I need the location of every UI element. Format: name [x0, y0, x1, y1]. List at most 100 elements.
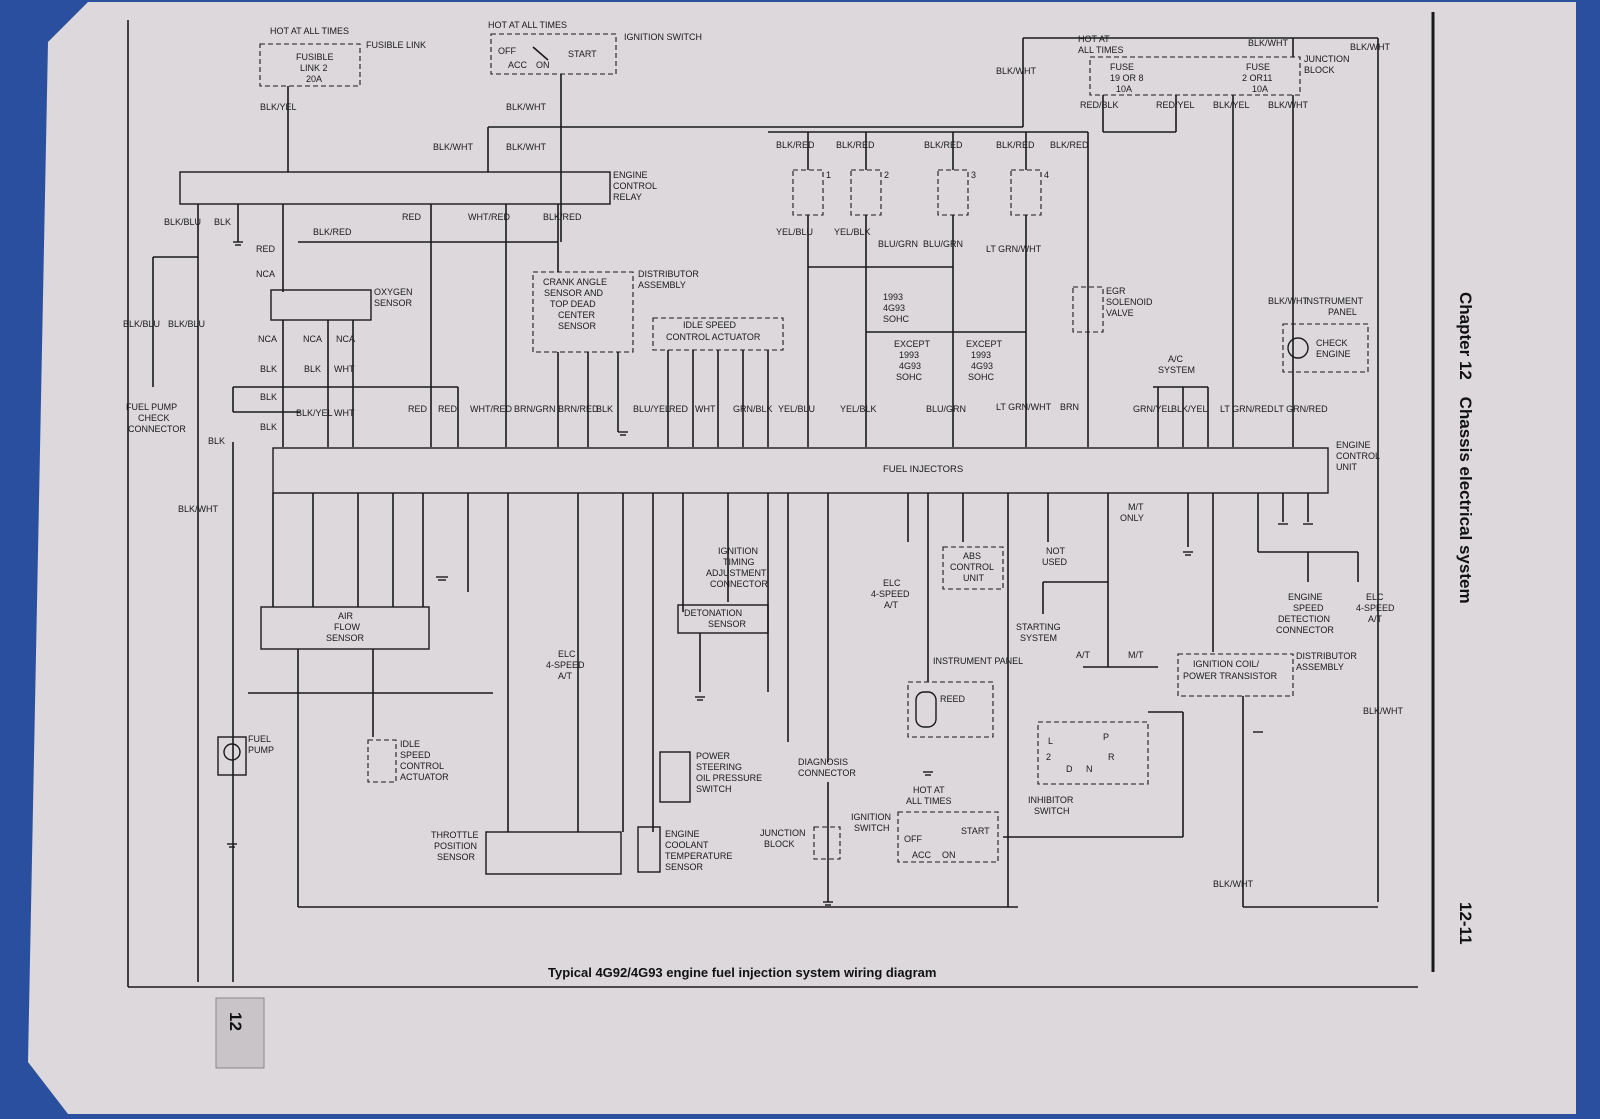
- fusible-link-tag: FUSIBLE LINK: [366, 40, 426, 50]
- inhibitor-pos-2: 2: [1046, 752, 1051, 762]
- injector-4-number: 4: [1044, 170, 1049, 180]
- wire-label: BLK/WHT: [1268, 296, 1309, 306]
- tps-label-3: SENSOR: [437, 852, 476, 862]
- crank-label-2: SENSOR AND: [544, 288, 604, 298]
- sw-lower-on: ON: [942, 850, 956, 860]
- injector-4: 4: [1010, 169, 1049, 216]
- sw-lower-off: OFF: [904, 834, 922, 844]
- coil-label-2: POWER TRANSISTOR: [1183, 671, 1278, 681]
- coil-label-1: IGNITION COIL/: [1193, 659, 1260, 669]
- crank-angle-sensor-box: [532, 271, 634, 353]
- wire-label: BLK/RED: [313, 227, 352, 237]
- except-1993-label-1: EXCEPT: [894, 339, 931, 349]
- fuel-pump-check-label-3: CONNECTOR: [128, 424, 186, 434]
- chapter-title: Chassis electrical system: [1456, 397, 1475, 604]
- wire-label: BLK: [304, 364, 321, 374]
- model-1993-label-2: 4G93: [883, 303, 905, 313]
- wire-label: BLU/GRN: [926, 404, 966, 414]
- switch-contact: [532, 46, 549, 61]
- elc-right-label-1: ELC: [1366, 592, 1384, 602]
- wire-label: WHT: [334, 364, 355, 374]
- injector-2: 2: [850, 169, 889, 216]
- fuse-19-label-2: 19 OR 8: [1110, 73, 1144, 83]
- inst-panel-inline-label: INSTRUMENT PANEL: [933, 656, 1023, 666]
- inhibitor-label-2: SWITCH: [1034, 806, 1070, 816]
- at-label: A/T: [1076, 650, 1091, 660]
- inhibitor-pos-n: N: [1086, 764, 1093, 774]
- wire-label: BLU/GRN: [923, 239, 963, 249]
- fusible-link-rating: 20A: [306, 74, 322, 84]
- diag-label-2: CONNECTOR: [798, 768, 856, 778]
- injector-3: 3: [937, 169, 976, 216]
- except-1993-label-3: 4G93: [899, 361, 921, 371]
- fuel-pump-label-2: PUMP: [248, 745, 274, 755]
- elc-right-label-2: 4-SPEED: [1356, 603, 1395, 613]
- wire-label: BLK: [260, 364, 277, 374]
- ign-timing-label-2: TIMING: [723, 557, 755, 567]
- junction-block-label-2: BLOCK: [1304, 65, 1335, 75]
- elc-mid-label-3: A/T: [884, 600, 899, 610]
- ignition-switch-lower-box: [897, 811, 999, 863]
- book-page: HOT AT ALL TIMES FUSIBLE LINK 2 20A FUSI…: [28, 2, 1576, 1114]
- ps-label-2: STEERING: [696, 762, 742, 772]
- wire-label: BLK/WHT: [1248, 38, 1289, 48]
- ps-label-4: SWITCH: [696, 784, 732, 794]
- esd-label-4: CONNECTOR: [1276, 625, 1334, 635]
- sw-lower-acc: ACC: [912, 850, 932, 860]
- ect-label-4: SENSOR: [665, 862, 704, 872]
- ign-timing-label-4: CONNECTOR: [710, 579, 768, 589]
- wire-label: LT GRN/WHT: [986, 244, 1042, 254]
- isc-lower-label-3: CONTROL: [400, 761, 444, 771]
- fusible-link-number: LINK 2: [300, 63, 328, 73]
- wire-label: WHT: [334, 408, 355, 418]
- esd-label-3: DETECTION: [1278, 614, 1330, 624]
- mt-label: M/T: [1128, 650, 1144, 660]
- engine-control-unit: [272, 447, 1329, 494]
- wire-label: LT GRN/WHT: [996, 402, 1052, 412]
- wire-label: BLK/YEL: [296, 408, 333, 418]
- not-used-label-2: USED: [1042, 557, 1068, 567]
- ign-timing-label-3: ADJUSTMENT: [706, 568, 767, 578]
- wire-label: NCA: [258, 334, 277, 344]
- mt-only-label-2: ONLY: [1120, 513, 1144, 523]
- instrument-panel-label-2: PANEL: [1328, 307, 1357, 317]
- injector-1: 1: [792, 169, 831, 216]
- wire-label: RED: [408, 404, 428, 414]
- fuel-pump-check-label-1: FUEL PUMP: [126, 402, 177, 412]
- fuel-pump: [217, 736, 247, 776]
- wire-label: BLK/BLU: [123, 319, 160, 329]
- fuse-2-label-1: FUSE: [1246, 62, 1270, 72]
- model-1993-label-1: 1993: [883, 292, 903, 302]
- injector-2-number: 2: [884, 170, 889, 180]
- crank-label-4: CENTER: [558, 310, 596, 320]
- isc-lower-label-2: SPEED: [400, 750, 431, 760]
- fuel-pump-check-label-2: CHECK: [138, 413, 170, 423]
- wire-label: BLU/YEL: [633, 404, 670, 414]
- abs-label-1: ABS: [963, 551, 981, 561]
- wire-label: BLK/WHT: [996, 66, 1037, 76]
- ect-label-1: ENGINE: [665, 829, 700, 839]
- ground-symbols: [227, 241, 1313, 906]
- fusible-link-box: [259, 43, 361, 87]
- model-1993-label-3: SOHC: [883, 314, 910, 324]
- switch-start-label: START: [568, 49, 597, 59]
- wire-label: BLK: [260, 392, 277, 402]
- distributor-label-1: DISTRIBUTOR: [638, 269, 699, 279]
- wire-label: BRN: [1060, 402, 1079, 412]
- wire-label: YEL/BLK: [840, 404, 877, 414]
- egr-label-3: VALVE: [1106, 308, 1134, 318]
- coolant-temp-sensor: [637, 826, 661, 873]
- check-engine-label-2: ENGINE: [1316, 349, 1351, 359]
- injector-1-number: 1: [826, 170, 831, 180]
- chapter-tab: [215, 997, 265, 1069]
- chapter-heading: Chapter 12 Chassis electrical system: [1456, 292, 1475, 604]
- except-1993b-label-3: 4G93: [971, 361, 993, 371]
- inhibitor-label-1: INHIBITOR: [1028, 795, 1074, 805]
- tps-label-2: POSITION: [434, 841, 477, 851]
- except-1993-label-2: 1993: [899, 350, 919, 360]
- dist-lower-label-1: DISTRIBUTOR: [1296, 651, 1357, 661]
- wire-label: BLK/RED: [543, 212, 582, 222]
- elc-left-label-2: 4-SPEED: [546, 660, 585, 670]
- isc-label-2: CONTROL ACTUATOR: [666, 332, 761, 342]
- abs-label-2: CONTROL: [950, 562, 994, 572]
